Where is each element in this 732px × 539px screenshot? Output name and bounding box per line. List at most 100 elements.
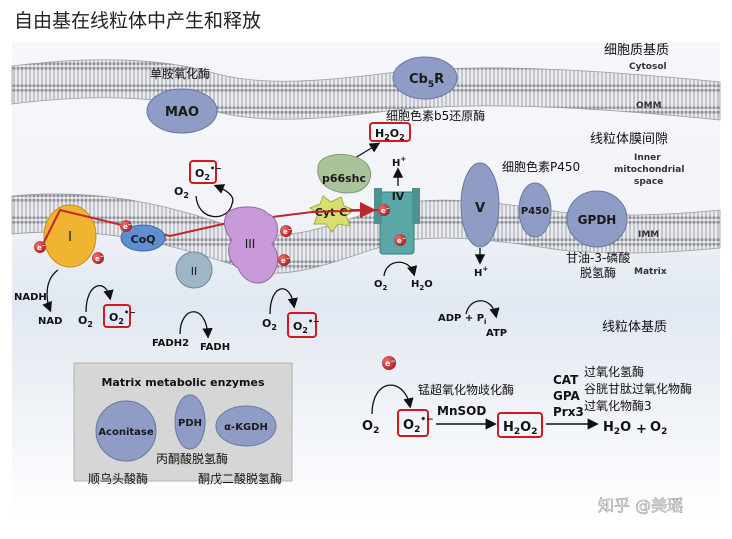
electron-6: e− — [378, 204, 390, 216]
complex-iv-side-left — [374, 188, 382, 224]
complex-ii-label: II — [191, 265, 198, 278]
svg-text:e−: e− — [397, 236, 406, 245]
cb5r-label: Cb5R — [409, 72, 444, 90]
cytosol-label: Cytosol — [629, 62, 667, 72]
atp: ATP — [486, 328, 507, 339]
complex-iv-side-right — [412, 188, 420, 224]
ims-label-cn: 线粒体膜间隙 — [590, 132, 668, 147]
mao-label-cn: 单胺氧化酶 — [150, 66, 210, 81]
electron-5: e− — [278, 254, 290, 266]
superoxide-complex-i: O2•− — [109, 308, 136, 326]
p450-label-cn: 细胞色素P450 — [502, 160, 580, 174]
svg-text:e−: e− — [283, 227, 292, 236]
ims-label-1: Inner — [634, 153, 661, 163]
h2o2-box-ims — [369, 122, 411, 142]
complex-iii — [224, 206, 279, 284]
matrix-label-cn: 线粒体基质 — [602, 320, 667, 335]
aconitase-protein — [95, 400, 157, 462]
fadh: FADH — [200, 342, 230, 353]
ims-label-2: mitochondrial — [614, 165, 684, 175]
cytc-label: Cyt C — [315, 206, 347, 219]
cytc-protein — [308, 195, 356, 233]
prx3-label-cn: 过氧化物酶3 — [584, 398, 652, 413]
superoxide-ims: O2•− — [195, 164, 222, 182]
akgdh-label: α-KGDH — [224, 422, 268, 433]
h2o-complex-iv: H2O — [411, 279, 433, 292]
cat-label: CAT — [553, 373, 579, 387]
electron-matrix: e− — [382, 356, 396, 370]
svg-text:e−: e− — [37, 243, 46, 252]
akgdh-label-cn: 酮戊二酸脱氢酶 — [198, 471, 282, 486]
cat-label-cn: 过氧化氢酶 — [584, 364, 644, 379]
svg-text:e−: e− — [281, 256, 290, 265]
fadh2: FADH2 — [152, 338, 189, 349]
pdh-label: PDH — [178, 418, 202, 429]
gpdh-protein — [566, 190, 628, 248]
complex-iv-proton: H+ — [392, 155, 406, 169]
complex-v — [460, 162, 500, 248]
electron-2: e− — [92, 252, 104, 264]
o2-complex-iv: O2 — [374, 279, 388, 292]
coq — [120, 224, 166, 252]
o2-complex-i: O2 — [78, 314, 93, 329]
p66shc-protein — [317, 153, 371, 194]
fadh2-to-fadh-arrow — [179, 311, 213, 339]
o2-ims: O2 — [174, 185, 189, 200]
cb5r-label-cn: 细胞色素b5还原酶 — [386, 108, 485, 123]
superoxide-complex-iii: O2•− — [293, 317, 320, 335]
mnsod-label-cn: 锰超氧化物歧化酶 — [418, 382, 514, 397]
aconitase-label-cn: 顺乌头酸酶 — [88, 471, 148, 486]
prx3-label: Prx3 — [553, 405, 584, 419]
p450-protein — [518, 182, 552, 238]
pdh-protein — [174, 394, 206, 450]
complex-i — [43, 204, 97, 268]
svg-text:e−: e− — [385, 358, 395, 368]
superoxide-box-i — [103, 304, 131, 328]
nadh: NADH — [14, 292, 47, 303]
o2-to-superoxide-arrow-iii — [269, 288, 298, 315]
cytosol-label-cn: 细胞质基质 — [604, 43, 669, 58]
cb5r-protein — [392, 56, 458, 100]
o2-product: O2 — [650, 420, 667, 437]
gpdh-label-cn-2: 脱氢酶 — [580, 265, 616, 280]
svg-text:e−: e− — [123, 222, 132, 231]
imm-label: IMM — [638, 230, 659, 240]
nadh-to-nad-arrow — [42, 269, 59, 313]
superoxide-box-iii — [287, 312, 317, 338]
ims-label-3: space — [634, 177, 663, 187]
h2o2-matrix: H2O2 — [503, 420, 537, 437]
o2-complex-iii: O2 — [262, 317, 277, 332]
matrix-enzymes-title: Matrix metabolic enzymes — [101, 376, 264, 389]
svg-text:e−: e− — [95, 254, 104, 263]
matrix-label: Matrix — [634, 267, 667, 277]
gpdh-label-cn-1: 甘油-3-磷酸 — [566, 250, 630, 265]
coq-label: CoQ — [131, 233, 156, 246]
mnsod-label: MnSOD — [437, 404, 486, 418]
o2-to-superoxide-arrow-matrix — [371, 384, 414, 415]
atp-synthesis-arrow — [465, 300, 500, 319]
watermark: 知乎 @美瑶 — [598, 496, 683, 515]
mao-label: MAO — [165, 105, 199, 120]
p66shc-label: p66shc — [322, 172, 366, 185]
akgdh-protein — [215, 405, 277, 447]
p450-label: P450 — [521, 206, 549, 217]
h2o-product: H2O — [603, 420, 631, 437]
mao-protein — [146, 88, 218, 134]
gpa-label: GPA — [553, 389, 581, 403]
complex-iv-label: IV — [392, 190, 405, 203]
pdh-label-cn: 丙酮酸脱氢酶 — [156, 451, 228, 466]
electron-transport-path — [39, 208, 379, 251]
superoxide-matrix: O2•− — [403, 415, 434, 435]
adp-pi: ADP + Pi — [438, 313, 486, 326]
gpdh-label: GPDH — [578, 213, 617, 227]
page-title: 自由基在线粒体中产生和释放 — [14, 10, 261, 32]
o2-matrix: O2 — [362, 419, 379, 436]
p66shc-to-h2o2-arrow — [354, 142, 381, 159]
complex-i-label: I — [68, 230, 72, 245]
electron-1: e− — [34, 241, 46, 253]
plus-sign: + — [636, 422, 647, 437]
complex-ii — [175, 251, 213, 289]
omm-label: OMM — [636, 101, 662, 111]
o2-to-superoxide-arrow-ims — [195, 184, 234, 218]
